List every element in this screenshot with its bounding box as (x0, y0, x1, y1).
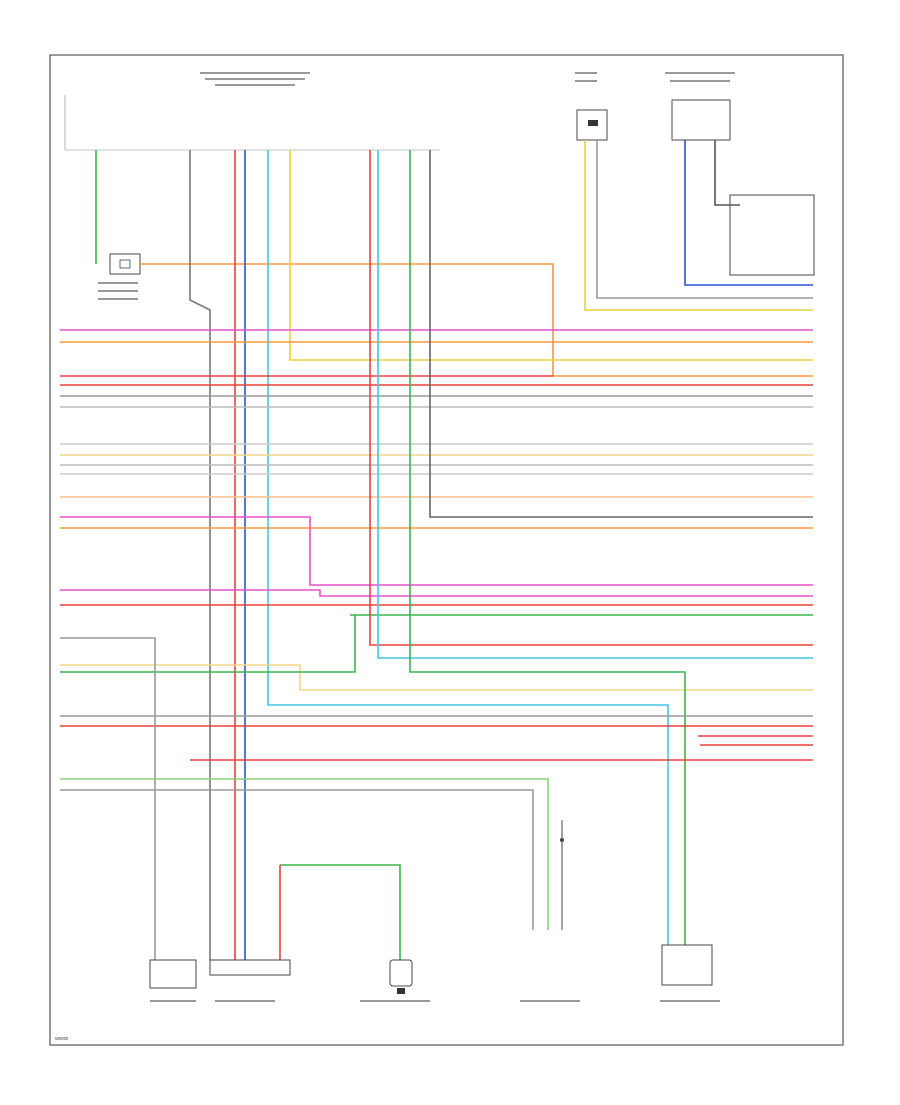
wire-pink-3 (60, 589, 813, 597)
bottom-left-component (149, 959, 197, 989)
bottom-connector-1 (209, 959, 291, 976)
wire-green-5 (280, 864, 401, 960)
wire-cyan-1 (267, 150, 669, 945)
wire-green-4 (409, 150, 686, 945)
upper-right-module (671, 99, 731, 141)
wire-yellow-2 (584, 140, 813, 311)
connector-icon (397, 988, 405, 994)
wire-ltgreen-1 (60, 778, 549, 930)
wire-orange-1 (140, 263, 813, 377)
wire-pink-2 (60, 516, 813, 586)
relay-component (109, 253, 141, 275)
wire-cyan-2 (377, 150, 813, 659)
top-module-connector (64, 95, 440, 151)
bottom-sensor (389, 959, 413, 987)
wire-yellow-1 (289, 150, 813, 361)
wire-green-3 (60, 615, 356, 673)
sensor-icon (588, 120, 598, 126)
diagram-frame (49, 54, 844, 1046)
wire-dark-2 (429, 150, 813, 518)
label-strokes (98, 72, 735, 1002)
wire-gray-5 (60, 789, 534, 930)
wire-blue-2 (684, 140, 813, 286)
relay-icon (119, 259, 131, 269)
wire-red-5 (369, 150, 813, 646)
wire-tan-2 (60, 664, 813, 691)
wire-gray-6 (60, 637, 156, 960)
bottom-right-module (661, 944, 713, 986)
footer-code: W0000 (55, 1036, 69, 1041)
wire-harness (60, 140, 813, 960)
wire-gray-7 (596, 140, 813, 299)
wire-dark-1 (189, 150, 211, 960)
right-relay-box (729, 194, 815, 276)
wire-dark-3 (714, 140, 740, 206)
